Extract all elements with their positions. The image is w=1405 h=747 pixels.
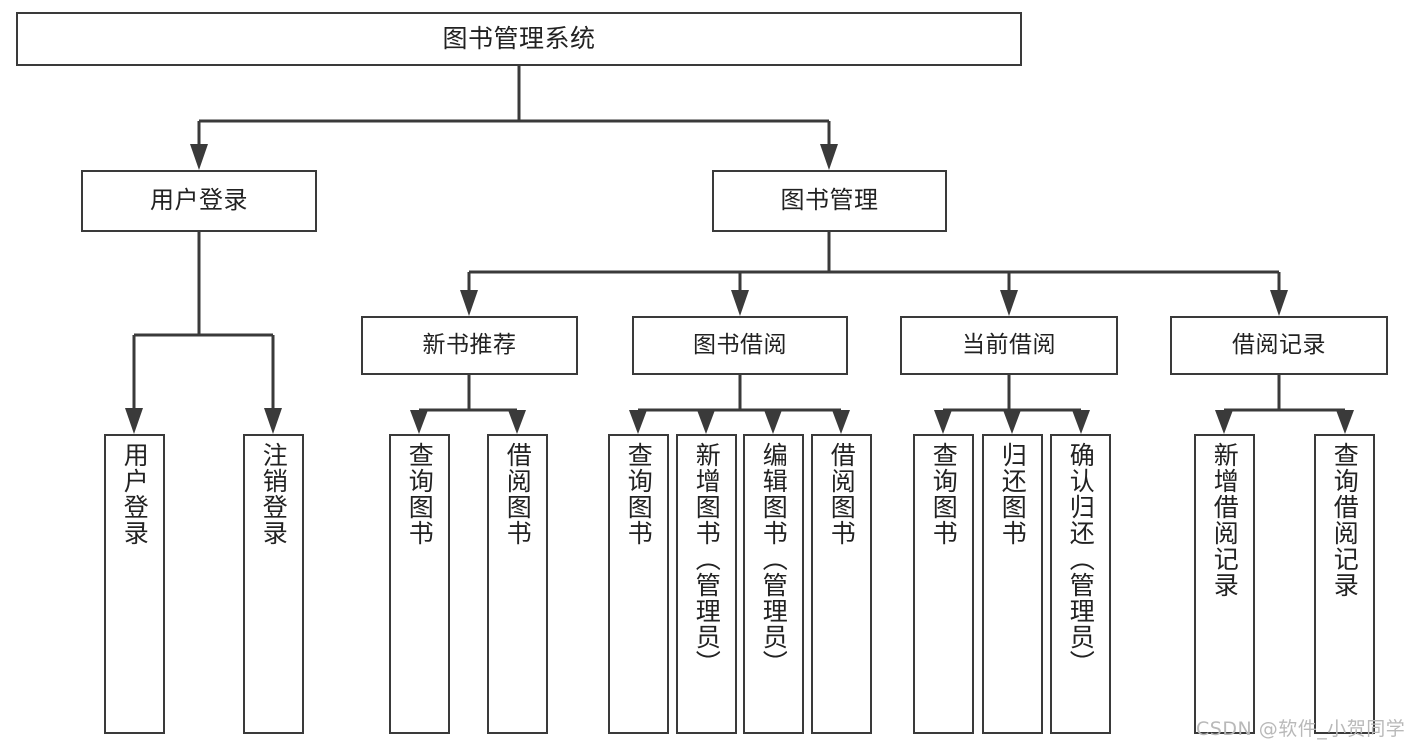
node-label: 当前借阅 — [962, 332, 1056, 359]
node-label: 注销登录 — [259, 442, 289, 546]
arrow-user-login-to-leaf1 — [125, 335, 143, 434]
node-label: 借阅图书 — [503, 442, 533, 546]
arrow-cb-to-leaf2 — [1003, 410, 1021, 434]
arrow-bm-to-borrow-record — [1270, 272, 1288, 316]
node-label: 用户登录 — [120, 442, 150, 546]
arrow-bb-to-leaf2 — [697, 410, 715, 434]
node-current-borrow[interactable]: 当前借阅 — [900, 316, 1118, 375]
node-user-login[interactable]: 用户登录 — [81, 170, 317, 232]
node-leaf-user-logout[interactable]: 注销登录 — [243, 434, 304, 734]
arrow-bb-to-leaf4 — [832, 410, 850, 434]
arrow-nb-to-leaf2 — [508, 410, 526, 434]
node-label: 借阅记录 — [1232, 332, 1326, 359]
node-label: 用户登录 — [150, 186, 248, 215]
node-label: 查询图书 — [624, 442, 654, 546]
arrow-bb-to-leaf1 — [629, 410, 647, 434]
node-label: 图书借阅 — [693, 332, 787, 359]
node-leaf-query-book-1[interactable]: 查询图书 — [389, 434, 450, 734]
node-label: 借阅图书 — [827, 442, 857, 546]
arrow-nb-to-leaf1 — [410, 410, 428, 434]
node-root-label: 图书管理系统 — [442, 23, 596, 53]
arrow-cb-to-leaf3 — [1072, 410, 1090, 434]
node-label: 确认归还（管理员） — [1066, 442, 1096, 676]
csdn-watermark: CSDN @软件_小贺同学 — [1196, 718, 1405, 740]
node-label: 查询图书 — [929, 442, 959, 546]
arrow-user-login-to-leaf2 — [264, 335, 282, 434]
arrow-bm-to-new-book — [460, 272, 478, 316]
arrow-bm-to-current-borrow — [1000, 272, 1018, 316]
node-leaf-borrow-book-1[interactable]: 借阅图书 — [487, 434, 548, 734]
node-leaf-confirm-return[interactable]: 确认归还（管理员） — [1050, 434, 1111, 734]
node-leaf-user-login[interactable]: 用户登录 — [104, 434, 165, 734]
node-leaf-return-book[interactable]: 归还图书 — [982, 434, 1043, 734]
node-leaf-add-record[interactable]: 新增借阅记录 — [1194, 434, 1255, 734]
node-label: 新增借阅记录 — [1210, 442, 1240, 598]
node-leaf-query-record[interactable]: 查询借阅记录 — [1314, 434, 1375, 734]
node-leaf-query-book-2[interactable]: 查询图书 — [608, 434, 669, 734]
arrow-bb-to-leaf3 — [764, 410, 782, 434]
arrow-bm-to-book-borrow — [731, 272, 749, 316]
arrow-br-to-leaf2 — [1336, 410, 1354, 434]
node-borrow-record[interactable]: 借阅记录 — [1170, 316, 1388, 375]
arrow-br-to-leaf1 — [1215, 410, 1233, 434]
node-label: 图书管理 — [780, 186, 879, 215]
node-book-borrow[interactable]: 图书借阅 — [632, 316, 848, 375]
node-leaf-query-book-3[interactable]: 查询图书 — [913, 434, 974, 734]
node-root-root[interactable]: 图书管理系统 — [16, 12, 1022, 66]
node-label: 新增图书（管理员） — [692, 442, 722, 676]
node-label: 查询借阅记录 — [1330, 442, 1360, 598]
node-label: 编辑图书（管理员） — [759, 442, 789, 676]
arrow-root-to-user-login — [190, 121, 208, 170]
node-leaf-add-book[interactable]: 新增图书（管理员） — [676, 434, 737, 734]
node-leaf-edit-book[interactable]: 编辑图书（管理员） — [743, 434, 804, 734]
arrow-cb-to-leaf1 — [934, 410, 952, 434]
node-label: 新书推荐 — [422, 332, 517, 359]
arrow-root-to-book-management — [820, 121, 838, 170]
node-label: 查询图书 — [405, 442, 435, 546]
node-label: 归还图书 — [998, 442, 1028, 546]
node-new-book-recommend[interactable]: 新书推荐 — [361, 316, 578, 375]
node-book-management[interactable]: 图书管理 — [712, 170, 947, 232]
node-leaf-borrow-book-2[interactable]: 借阅图书 — [811, 434, 872, 734]
